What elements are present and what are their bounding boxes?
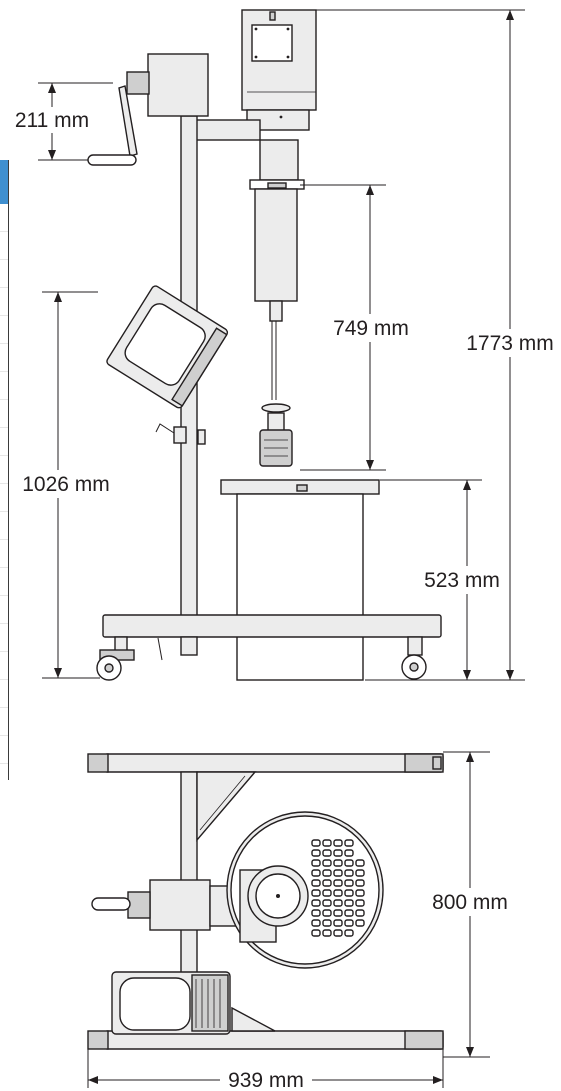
grill-slot [333, 859, 343, 867]
side-panel-edge [0, 160, 9, 780]
mixer-shaft-assembly [249, 139, 305, 467]
grill-slot [355, 869, 365, 877]
grill-slot [333, 849, 343, 857]
dimension-tank-height: 523 mm [380, 479, 508, 681]
grill-slot [355, 909, 365, 917]
grill-slot [311, 849, 321, 857]
top-plan-view: 800 mm 939 mm [87, 751, 520, 1091]
label-749mm: 749 mm [333, 317, 409, 340]
support-arm [195, 119, 261, 141]
grill-slot [344, 839, 354, 847]
grill-slot [322, 849, 332, 857]
plan-motor [239, 865, 309, 943]
grill-slot [333, 929, 343, 937]
grill-slot [344, 899, 354, 907]
label-1773mm: 1773 mm [466, 332, 554, 355]
grill-slot [322, 909, 332, 917]
base-rail-top [87, 753, 444, 773]
grill-slot [333, 839, 343, 847]
grill-slot [322, 889, 332, 897]
grill-slot [344, 909, 354, 917]
side-elevation-view: 211 mm 1773 mm 749 mm [6, 9, 554, 681]
tank [220, 479, 380, 681]
grill-slot [355, 879, 365, 887]
label-800mm: 800 mm [432, 891, 508, 914]
dimension-base-width: 939 mm [87, 1040, 444, 1091]
base-frame [96, 614, 442, 681]
grill-slot [355, 889, 365, 897]
grill-slot [311, 839, 321, 847]
side-panel-rows [0, 204, 8, 780]
label-939mm: 939 mm [228, 1069, 304, 1091]
grill-slot [322, 919, 332, 927]
grill-slot [322, 879, 332, 887]
grill-slot [344, 849, 354, 857]
dimension-handle-height: 1026 mm [14, 291, 114, 679]
grill-slot [311, 879, 321, 887]
grill-slot [311, 869, 321, 877]
hand-crank [87, 53, 209, 166]
lower-brace [231, 1006, 276, 1032]
grill-slot [311, 899, 321, 907]
diagonal-brace [196, 771, 257, 842]
grill-slot [344, 919, 354, 927]
dimension-overall-height: 1773 mm [316, 9, 554, 681]
grill-slot [322, 869, 332, 877]
control-pendant [106, 285, 229, 409]
grill-slot [344, 879, 354, 887]
grill-slot [311, 919, 321, 927]
grill-slot [333, 889, 343, 897]
grill-slot [333, 909, 343, 917]
grill-slots [311, 839, 365, 937]
grill-slot [322, 859, 332, 867]
grill-slot [311, 859, 321, 867]
label-211mm: 211 mm [15, 109, 89, 132]
grill-slot [355, 919, 365, 927]
plan-crank-housing [91, 879, 251, 931]
grill-slot [311, 929, 321, 937]
label-523mm: 523 mm [424, 569, 500, 592]
grill-slot [344, 859, 354, 867]
dimension-mixer-stroke: 749 mm [300, 184, 416, 471]
grill-slot [322, 899, 332, 907]
side-panel-header [0, 160, 8, 204]
label-1026mm: 1026 mm [22, 473, 110, 496]
motor-unit [241, 9, 317, 131]
grill-slot [333, 899, 343, 907]
grill-slot [355, 899, 365, 907]
grill-slot [344, 889, 354, 897]
grill-slot [344, 869, 354, 877]
grill-slot [311, 909, 321, 917]
grill-slot [333, 919, 343, 927]
grill-slot [344, 929, 354, 937]
dimension-base-depth: 800 mm [424, 751, 520, 1058]
dimension-crank-height: 211 mm [6, 82, 113, 161]
grill-slot [311, 889, 321, 897]
grill-slot [355, 859, 365, 867]
column-clamps [155, 423, 206, 445]
grill-slot [333, 869, 343, 877]
grill-slot [322, 839, 332, 847]
plan-control-pendant [111, 971, 231, 1035]
grill-slot [322, 929, 332, 937]
grill-slot [333, 879, 343, 887]
